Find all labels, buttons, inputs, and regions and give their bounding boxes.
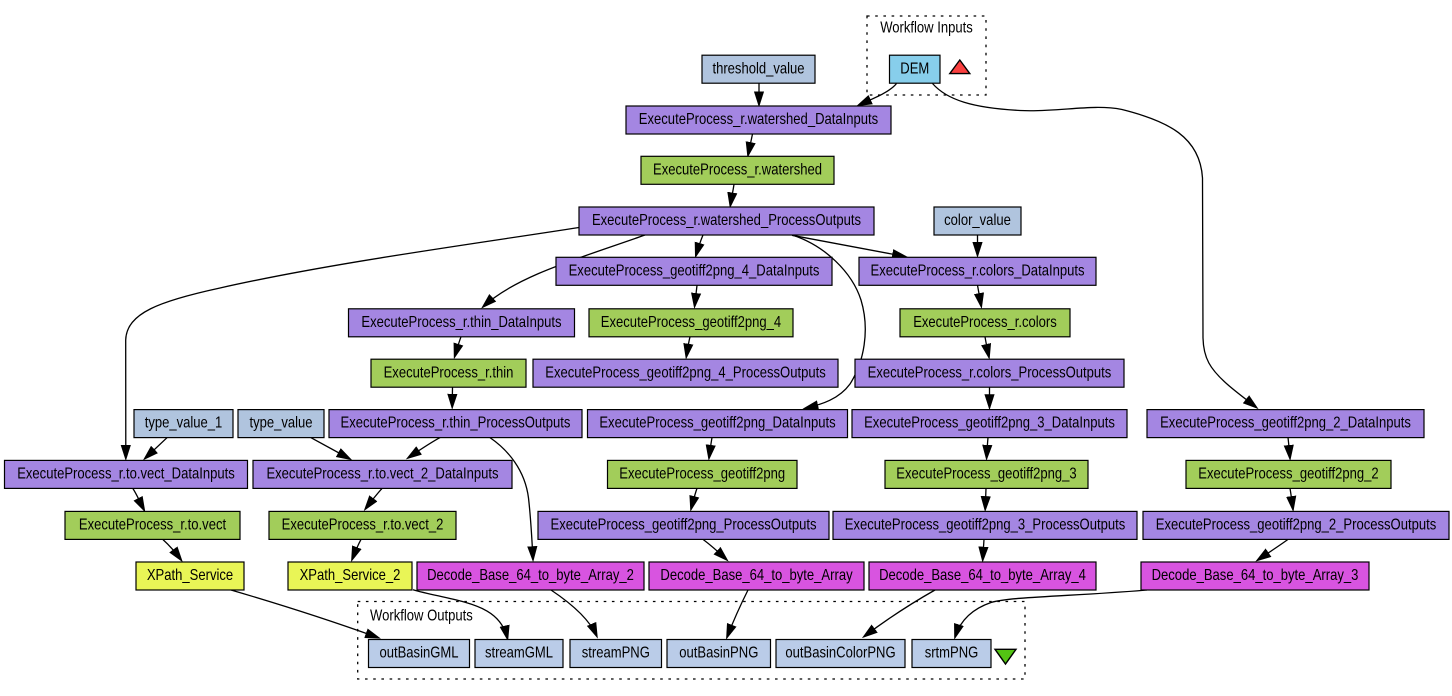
svg-text:ExecuteProcess_r.to.vect: ExecuteProcess_r.to.vect	[79, 517, 227, 534]
svg-text:ExecuteProcess_r.colors_Proces: ExecuteProcess_r.colors_ProcessOutputs	[868, 364, 1112, 381]
svg-text:Workflow Outputs: Workflow Outputs	[370, 608, 473, 625]
svg-text:outBasinGML: outBasinGML	[379, 645, 458, 662]
svg-text:ExecuteProcess_geotiff2png_3: ExecuteProcess_geotiff2png_3	[896, 466, 1076, 483]
svg-text:ExecuteProcess_geotiff2png_3_P: ExecuteProcess_geotiff2png_3_ProcessOutp…	[845, 517, 1126, 534]
svg-text:ExecuteProcess_r.watershed_Pro: ExecuteProcess_r.watershed_ProcessOutput…	[592, 212, 861, 229]
svg-text:Workflow Inputs: Workflow Inputs	[880, 19, 973, 36]
svg-text:ExecuteProcess_r.watershed: ExecuteProcess_r.watershed	[653, 161, 822, 178]
svg-text:ExecuteProcess_r.thin_DataInpu: ExecuteProcess_r.thin_DataInputs	[361, 314, 561, 331]
svg-text:Decode_Base_64_to_byte_Array_4: Decode_Base_64_to_byte_Array_4	[879, 567, 1086, 584]
svg-text:XPath_Service: XPath_Service	[147, 567, 233, 584]
svg-text:ExecuteProcess_r.thin_ProcessO: ExecuteProcess_r.thin_ProcessOutputs	[341, 415, 571, 432]
svg-text:streamGML: streamGML	[485, 645, 553, 662]
svg-text:ExecuteProcess_geotiff2png: ExecuteProcess_geotiff2png	[619, 466, 785, 483]
svg-text:ExecuteProcess_geotiff2png_3_D: ExecuteProcess_geotiff2png_3_DataInputs	[864, 415, 1115, 432]
svg-text:ExecuteProcess_r.watershed_Dat: ExecuteProcess_r.watershed_DataInputs	[639, 111, 878, 128]
svg-text:ExecuteProcess_geotiff2png_2_P: ExecuteProcess_geotiff2png_2_ProcessOutp…	[1156, 517, 1437, 534]
svg-text:ExecuteProcess_r.colors_DataIn: ExecuteProcess_r.colors_DataInputs	[871, 262, 1085, 279]
svg-text:color_value: color_value	[944, 212, 1011, 229]
svg-text:outBasinPNG: outBasinPNG	[679, 645, 758, 662]
svg-text:XPath_Service_2: XPath_Service_2	[300, 567, 401, 584]
svg-text:ExecuteProcess_geotiff2png_2_D: ExecuteProcess_geotiff2png_2_DataInputs	[1160, 415, 1411, 432]
svg-text:ExecuteProcess_r.to.vect_DataI: ExecuteProcess_r.to.vect_DataInputs	[17, 466, 235, 483]
svg-text:threshold_value: threshold_value	[712, 60, 804, 77]
svg-text:type_value: type_value	[249, 415, 312, 432]
svg-text:Decode_Base_64_to_byte_Array_3: Decode_Base_64_to_byte_Array_3	[1152, 567, 1359, 584]
svg-text:Decode_Base_64_to_byte_Array: Decode_Base_64_to_byte_Array	[660, 567, 852, 584]
svg-text:outBasinColorPNG: outBasinColorPNG	[785, 645, 895, 662]
svg-text:ExecuteProcess_geotiff2png_Dat: ExecuteProcess_geotiff2png_DataInputs	[599, 415, 835, 432]
svg-text:ExecuteProcess_r.thin: ExecuteProcess_r.thin	[384, 364, 514, 381]
svg-text:ExecuteProcess_geotiff2png_4_D: ExecuteProcess_geotiff2png_4_DataInputs	[569, 262, 820, 279]
svg-text:ExecuteProcess_geotiff2png_2: ExecuteProcess_geotiff2png_2	[1198, 466, 1378, 483]
svg-text:ExecuteProcess_geotiff2png_Pro: ExecuteProcess_geotiff2png_ProcessOutput…	[551, 517, 817, 534]
svg-text:DEM: DEM	[900, 60, 929, 77]
svg-text:ExecuteProcess_r.colors: ExecuteProcess_r.colors	[913, 314, 1057, 331]
svg-text:ExecuteProcess_r.to.vect_2_Dat: ExecuteProcess_r.to.vect_2_DataInputs	[266, 466, 498, 483]
svg-text:type_value_1: type_value_1	[145, 415, 223, 432]
svg-text:streamPNG: streamPNG	[582, 645, 650, 662]
svg-text:ExecuteProcess_r.to.vect_2: ExecuteProcess_r.to.vect_2	[282, 517, 444, 534]
svg-text:ExecuteProcess_geotiff2png_4_P: ExecuteProcess_geotiff2png_4_ProcessOutp…	[545, 364, 826, 381]
svg-text:srtmPNG: srtmPNG	[925, 645, 979, 662]
svg-text:ExecuteProcess_geotiff2png_4: ExecuteProcess_geotiff2png_4	[601, 314, 781, 331]
svg-text:Decode_Base_64_to_byte_Array_2: Decode_Base_64_to_byte_Array_2	[427, 567, 634, 584]
